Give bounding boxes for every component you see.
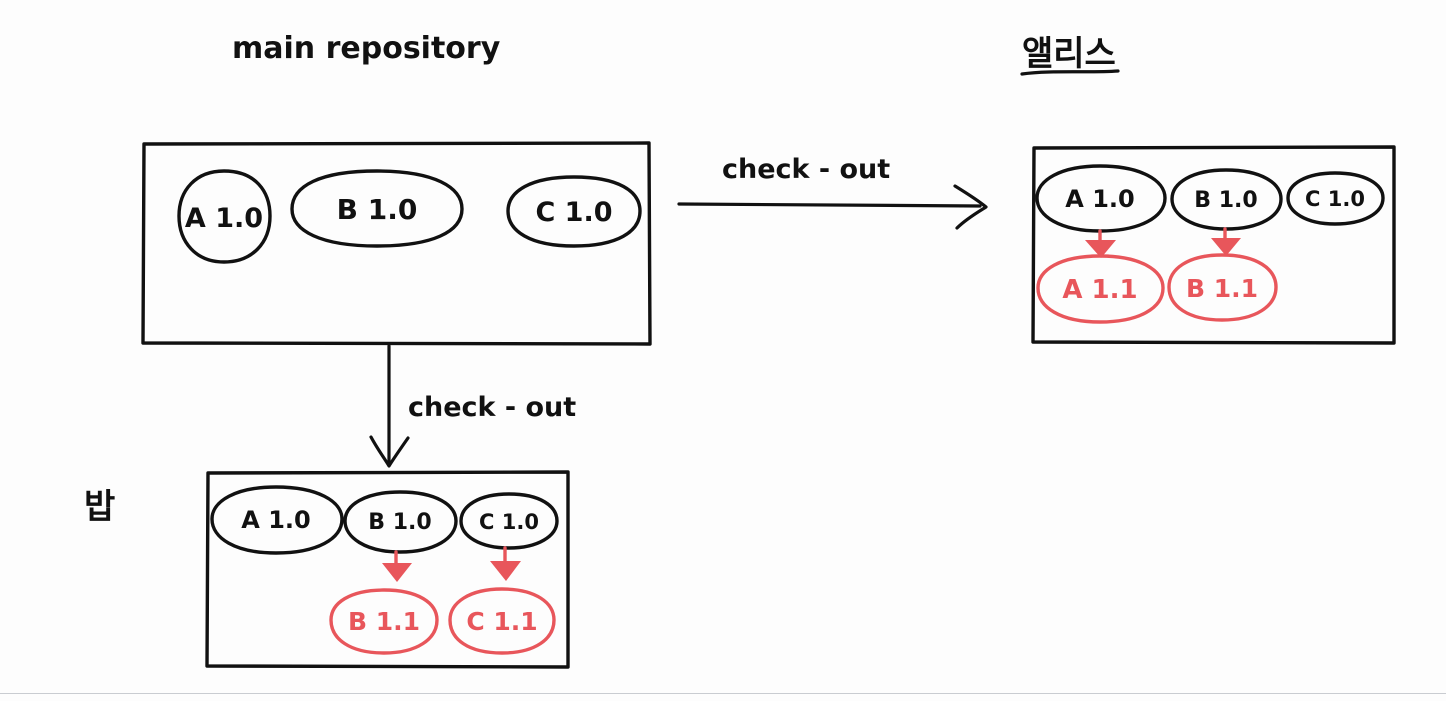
node-bob-c-1-1-shape (448, 587, 556, 655)
alice-underline (1020, 69, 1120, 76)
title-main-repository: main repository (232, 31, 501, 66)
node-alice-a-1-1-label: A 1.1 (1062, 275, 1137, 305)
node-bob-c-1-1[interactable]: C 1.1 (448, 587, 556, 655)
node-main-a-1-0[interactable]: A 1.0 (177, 169, 272, 264)
main-repository-box-outline (141, 141, 652, 346)
bob-box[interactable]: A 1.0 B 1.0 C 1.0 B 1.1 (205, 470, 570, 669)
alice-box[interactable]: A 1.0 B 1.0 C 1.0 A 1.1 (1031, 145, 1396, 345)
node-alice-a-1-0-label: A 1.0 (1065, 185, 1134, 213)
arrow-bob-c-revision-head (490, 561, 521, 581)
node-main-a-1-0-label: A 1.0 (185, 203, 263, 234)
arrow-alice-b-revision-head (1211, 238, 1241, 256)
arrow-alice-a-revision (1085, 229, 1116, 258)
arrow-alice-a-revision-head (1085, 240, 1116, 258)
node-alice-a-1-0[interactable]: A 1.0 (1035, 164, 1167, 233)
arrow-checkout-to-bob-label: check - out (408, 392, 576, 423)
node-main-c-1-0[interactable]: C 1.0 (506, 175, 642, 248)
arrow-checkout-to-alice-shaft (677, 202, 982, 208)
node-alice-c-1-0-shape (1286, 171, 1385, 226)
arrow-checkout-to-bob-head (369, 435, 410, 468)
node-alice-b-1-1-label: B 1.1 (1186, 274, 1258, 303)
arrow-checkout-to-alice-head (953, 184, 988, 230)
node-alice-b-1-1[interactable]: B 1.1 (1167, 253, 1278, 322)
arrow-bob-c-revision (490, 546, 521, 581)
node-alice-c-1-0-label: C 1.0 (1305, 187, 1365, 211)
node-bob-b-1-0-label: B 1.0 (368, 510, 431, 535)
node-main-c-1-0-shape (506, 175, 642, 248)
node-alice-b-1-0[interactable]: B 1.0 (1170, 168, 1283, 231)
node-alice-c-1-0[interactable]: C 1.0 (1286, 171, 1385, 226)
arrow-bob-b-revision (382, 550, 412, 582)
node-bob-c-1-1-label: C 1.1 (466, 607, 537, 636)
node-bob-c-1-0-shape (459, 492, 559, 550)
node-alice-b-1-1-shape (1167, 253, 1278, 322)
node-bob-a-1-0-label: A 1.0 (241, 506, 310, 534)
node-bob-a-1-0[interactable]: A 1.0 (210, 485, 344, 555)
node-bob-b-1-0[interactable]: B 1.0 (343, 490, 458, 554)
node-main-b-1-0[interactable]: B 1.0 (290, 169, 464, 248)
node-bob-c-1-0-label: C 1.0 (479, 510, 539, 534)
node-main-b-1-0-label: B 1.0 (337, 193, 418, 226)
label-bob: 밥 (84, 487, 115, 527)
arrow-alice-b-revision (1211, 227, 1241, 256)
node-main-b-1-0-shape (290, 169, 464, 248)
node-alice-a-1-1-shape (1036, 254, 1165, 324)
node-bob-b-1-1-shape (329, 588, 439, 655)
node-bob-a-1-0-shape (210, 485, 344, 555)
label-alice: 앨리스 (1022, 34, 1116, 74)
node-bob-b-1-1[interactable]: B 1.1 (329, 588, 439, 655)
bottom-divider (0, 693, 1446, 694)
arrow-checkout-to-alice-label: check - out (722, 154, 890, 185)
node-alice-a-1-1[interactable]: A 1.1 (1036, 254, 1165, 324)
arrow-bob-b-revision-head (382, 563, 412, 582)
node-main-c-1-0-label: C 1.0 (535, 197, 612, 228)
main-repository-box[interactable]: A 1.0 B 1.0 C 1.0 (141, 141, 652, 346)
node-bob-b-1-1-label: B 1.1 (348, 607, 420, 636)
bob-box-outline (205, 470, 570, 669)
node-bob-b-1-0-shape (343, 490, 458, 554)
node-alice-b-1-0-label: B 1.0 (1194, 188, 1257, 213)
arrow-checkout-to-bob: check - out (369, 344, 576, 468)
alice-box-outline (1031, 145, 1396, 345)
node-bob-c-1-0[interactable]: C 1.0 (459, 492, 559, 550)
node-main-a-1-0-shape (177, 169, 272, 264)
arrow-checkout-to-alice: check - out (677, 154, 988, 230)
